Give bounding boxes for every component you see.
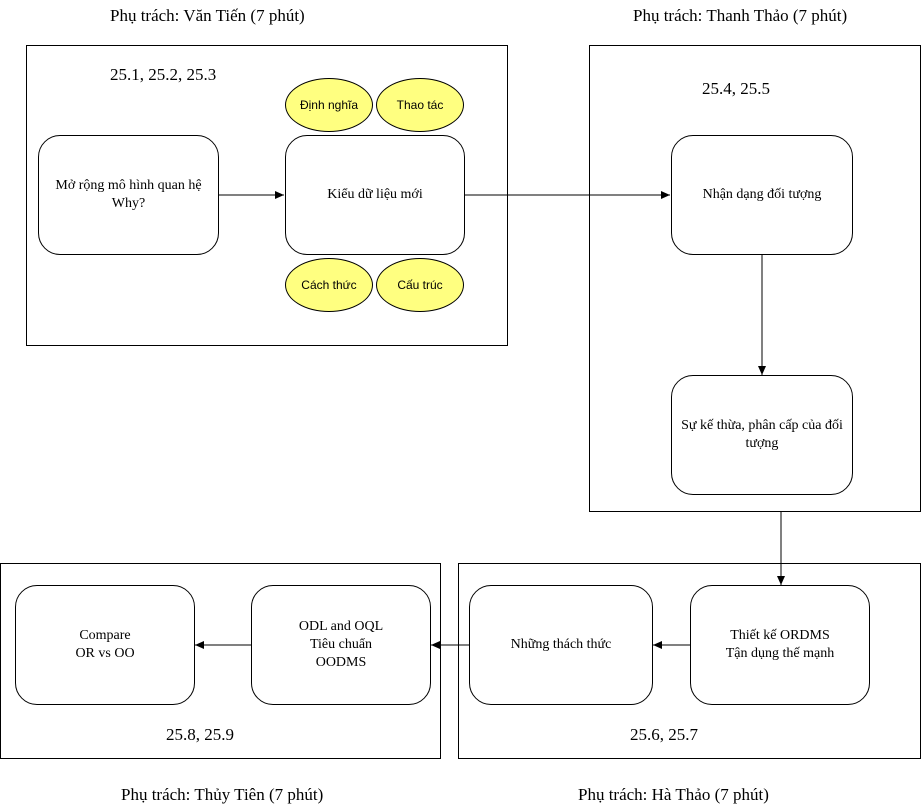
node-extend-relational-model: Mở rộng mô hình quan hệ Why? [38,135,219,255]
group-3-owner: Phụ trách: Hà Thảo (7 phút) [578,785,769,804]
node-ordms-design: Thiết kế ORDMS Tận dụng thế mạnh [690,585,870,705]
group-4-sections: 25.8, 25.9 [166,725,234,744]
node-inheritance-line2: tượng [745,436,779,451]
oval-method: Cách thức [285,258,373,312]
group-2-owner: Phụ trách: Thanh Thảo (7 phút) [633,6,848,25]
node-compare-line1: Compare [79,628,131,643]
group-1-owner: Phụ trách: Văn Tiến (7 phút) [110,6,305,25]
node-ordms-line2: Tận dụng thế mạnh [725,646,835,661]
node-challenges-line1: Những thách thức [510,637,612,652]
node-ordms-line1: Thiết kế ORDMS [730,628,830,643]
node-object-identity: Nhận dạng đối tượng [671,135,853,255]
node-inheritance-line1: Sự kế thừa, phân cấp của đối [681,418,843,433]
group-2-sections: 25.4, 25.5 [702,79,770,98]
node-new-types-line1: Kiểu dữ liệu mới [327,187,423,202]
oval-operation: Thao tác [376,78,464,132]
node-new-data-types: Kiểu dữ liệu mới [285,135,465,255]
node-compare-line2: OR vs OO [75,646,135,661]
node-inheritance: Sự kế thừa, phân cấp của đối tượng [671,375,853,495]
oval-structure: Cấu trúc [376,258,464,312]
group-3-sections: 25.6, 25.7 [630,725,698,744]
group-1-sections: 25.1, 25.2, 25.3 [110,65,217,84]
node-odl-line3: OODMS [315,655,367,670]
group-4-owner: Phụ trách: Thủy Tiên (7 phút) [121,785,324,804]
node-compare: Compare OR vs OO [15,585,195,705]
node-odl-oql: ODL and OQL Tiêu chuẩn OODMS [251,585,431,705]
node-identity-line1: Nhận dạng đối tượng [702,187,822,202]
node-odl-line2: Tiêu chuẩn [309,637,373,652]
oval-definition: Định nghĩa [285,78,373,132]
node-challenges: Những thách thức [469,585,653,705]
node-odl-line1: ODL and OQL [298,619,384,634]
node-extend-line2: Why? [111,196,146,211]
node-extend-line1: Mở rộng mô hình quan hệ [55,178,202,193]
